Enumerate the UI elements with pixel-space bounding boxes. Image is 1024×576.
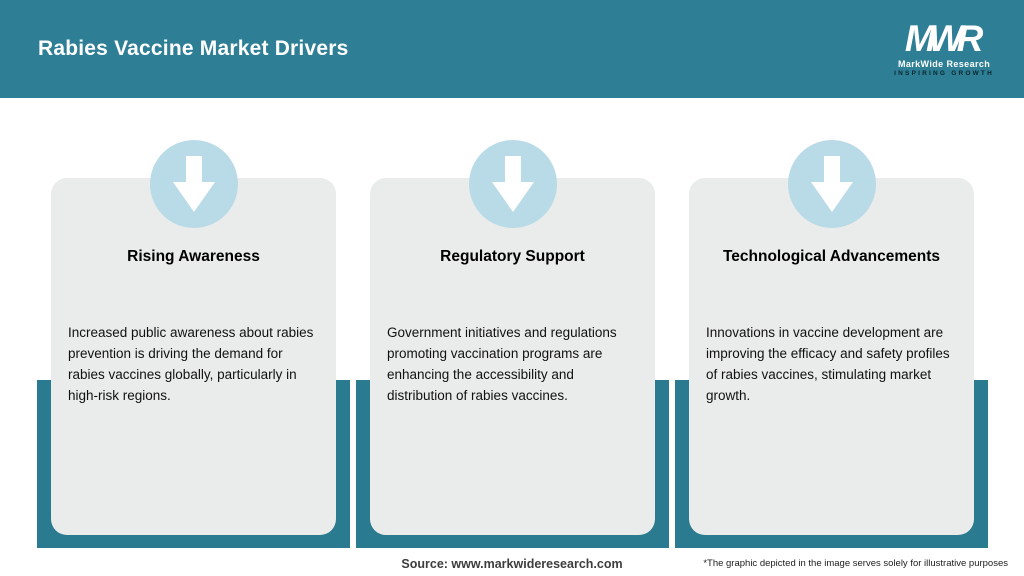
driver-card: Regulatory Support Government initiative… [370,140,655,535]
down-arrow-badge [149,140,238,228]
driver-card: Rising Awareness Increased public awaren… [51,140,336,535]
down-arrow-badge [787,140,876,228]
down-arrow-badge [468,140,557,228]
logo-tagline: Inspiring Growth [894,70,994,78]
down-arrow-icon [810,156,853,212]
card-title: Rising Awareness [127,248,260,265]
logo-monogram: MWR [904,18,984,60]
disclaimer-text: *The graphic depicted in the image serve… [703,558,1008,569]
card-body: Innovations in vaccine development are i… [706,325,950,404]
driver-column-rising-awareness: Rising Awareness Increased public awaren… [37,140,350,548]
source-text: Source: www.markwideresearch.com [401,557,623,571]
logo-name: MarkWide Research [897,59,991,70]
driver-column-regulatory-support: Regulatory Support Government initiative… [356,140,669,548]
driver-column-technological-advancements: Technological Advancements Innovations i… [675,140,988,548]
markwide-logo: MWR MarkWide Research Inspiring Growth [894,20,994,78]
driver-card: Technological Advancements Innovations i… [689,140,974,535]
page-title: Rabies Vaccine Market Drivers [38,37,349,60]
down-arrow-icon [491,156,534,212]
card-title: Regulatory Support [440,248,585,265]
card-body: Government initiatives and regulations p… [387,325,617,404]
card-title: Technological Advancements [722,248,941,265]
card-body: Increased public awareness about rabies … [68,325,314,404]
down-arrow-icon [172,156,215,212]
header-bar: Rabies Vaccine Market Drivers MWR MarkWi… [0,0,1024,98]
